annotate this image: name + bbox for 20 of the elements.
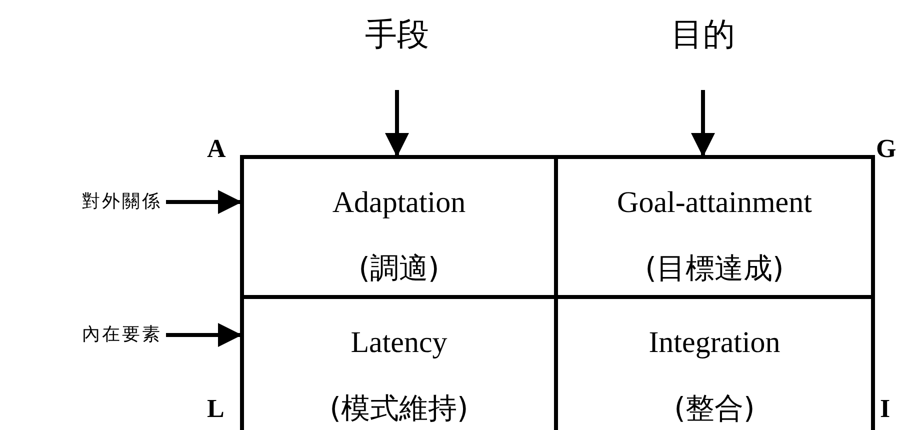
function-translation: (目標達成) xyxy=(644,250,785,286)
row-label: 內在要素 xyxy=(81,323,162,347)
heading-text: 手段 xyxy=(364,14,430,54)
function-name: Integration xyxy=(648,325,782,361)
corner-letter: A xyxy=(207,134,226,164)
function-name: Latency xyxy=(350,325,448,361)
arrow xyxy=(166,190,242,214)
corner-letter: I xyxy=(880,394,890,424)
row-label: 對外關係 xyxy=(81,190,162,214)
corner-letter: L xyxy=(207,394,224,424)
heading-text: 目的 xyxy=(670,14,736,54)
function-translation: (模式維持) xyxy=(328,390,470,426)
function-translation: (調適) xyxy=(358,250,440,286)
arrow xyxy=(166,323,242,347)
corner-letter: G xyxy=(876,134,896,164)
arrow xyxy=(385,90,409,157)
arrow xyxy=(691,90,715,157)
function-name: Adaptation xyxy=(331,185,467,221)
function-name: Goal-attainment xyxy=(616,185,813,221)
function-translation: (整合) xyxy=(673,390,756,426)
